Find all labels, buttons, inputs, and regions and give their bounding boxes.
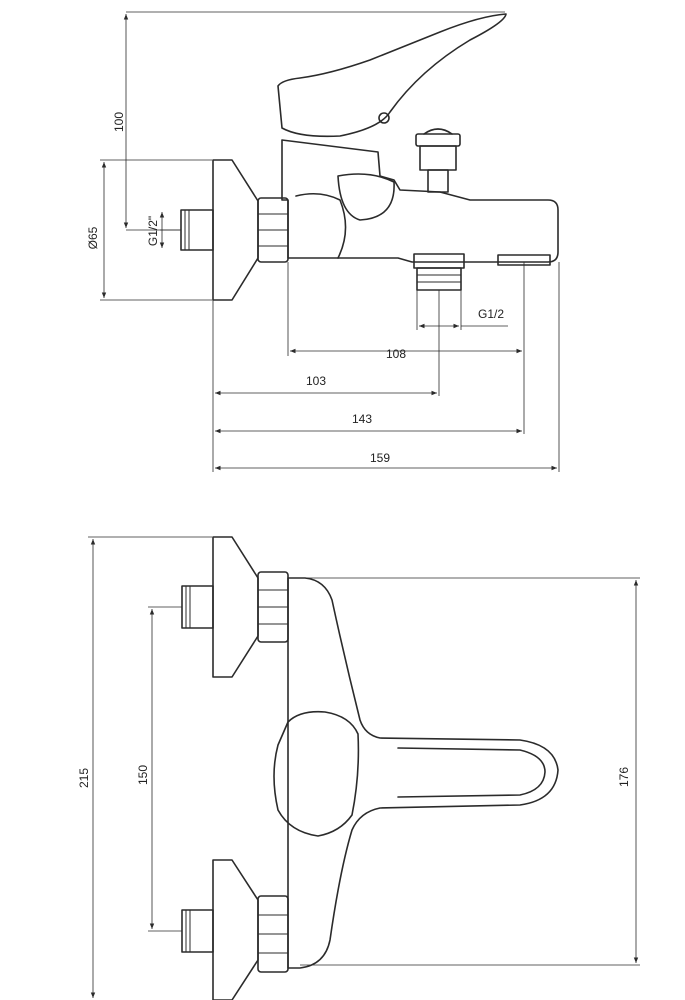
body-recess bbox=[295, 192, 347, 259]
dim-143-label: 143 bbox=[352, 412, 372, 426]
lever-handle bbox=[277, 13, 507, 138]
lower-inlet-pipe bbox=[181, 909, 214, 953]
plan-view-dimensions bbox=[88, 536, 640, 998]
body-curve bbox=[337, 173, 395, 221]
dim-103-label: 103 bbox=[306, 374, 326, 388]
dim-108-label: 108 bbox=[386, 347, 406, 361]
dim-150-label: 150 bbox=[136, 765, 150, 785]
dim-176-label: 176 bbox=[617, 767, 631, 787]
handle-screw bbox=[378, 112, 390, 124]
hex-nut bbox=[257, 197, 289, 263]
lower-flange bbox=[212, 859, 259, 1000]
diverter-knob bbox=[415, 128, 461, 193]
dim-159-label: 159 bbox=[370, 451, 390, 465]
wall-flange bbox=[212, 159, 259, 301]
plan-lever-inner bbox=[397, 747, 546, 798]
plan-lever-disc bbox=[273, 710, 360, 837]
upper-inlet-pipe bbox=[181, 585, 214, 629]
dim-g12-outlet-label: G1/2 bbox=[478, 307, 504, 321]
dim-diameter-label: Ø65 bbox=[86, 226, 100, 249]
plan-body bbox=[287, 577, 559, 969]
plan-view-drawing bbox=[181, 536, 559, 1000]
lower-hex-nut bbox=[257, 895, 289, 973]
dim-215-label: 215 bbox=[77, 768, 91, 788]
dim-g12-inlet-label: G1/2" bbox=[146, 216, 160, 246]
dim-100-label: 100 bbox=[112, 112, 126, 132]
side-view-drawing bbox=[160, 13, 559, 301]
upper-flange bbox=[212, 536, 259, 678]
side-view-dimensions bbox=[100, 11, 560, 472]
outlet-thread bbox=[413, 253, 465, 291]
upper-hex-nut bbox=[257, 571, 289, 643]
